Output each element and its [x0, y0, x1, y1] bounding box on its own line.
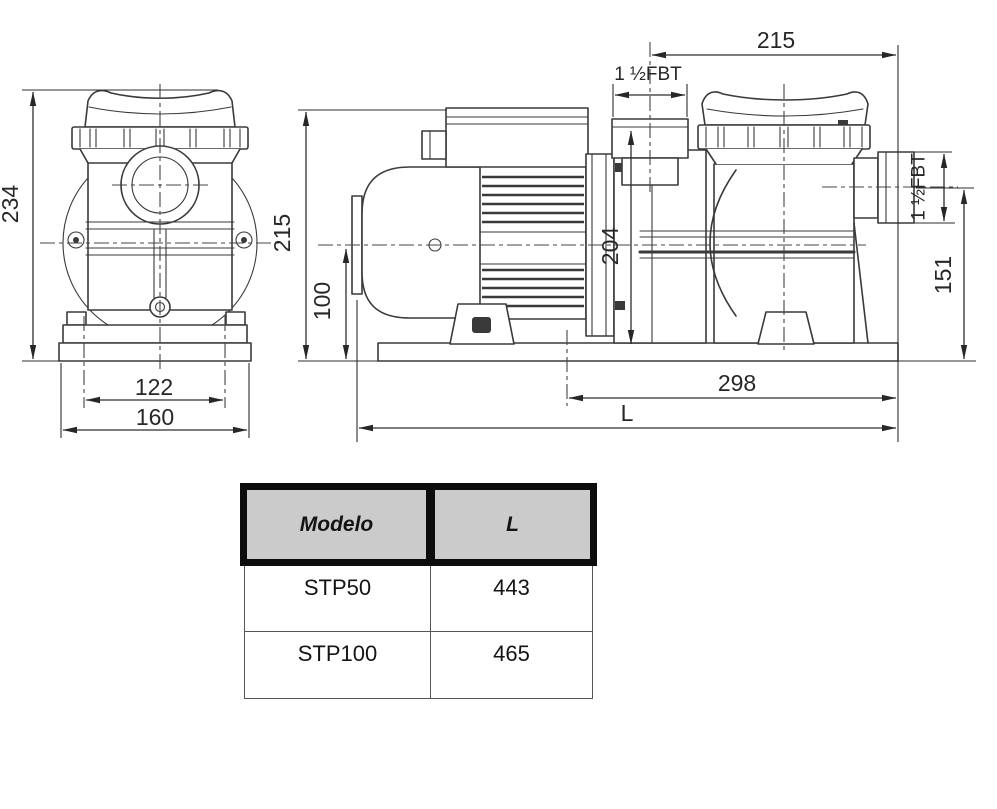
dim-front-base-width: 160: [136, 404, 174, 430]
cell-l-value: 443: [493, 575, 530, 600]
table-row: STP100 465: [245, 632, 592, 698]
table-header-modelo: Modelo: [247, 490, 426, 559]
dim-inlet-thread: 1 ½FBT: [614, 64, 682, 85]
dim-top-length: 215: [757, 27, 795, 53]
table-header-l: L: [435, 490, 590, 559]
dimension-annotations: 234 122 160 215 100 215: [0, 27, 976, 442]
dim-pump-body-length: 298: [718, 370, 756, 396]
table-body: STP50 443 STP100 465: [244, 566, 593, 699]
dim-inlet-height: 204: [597, 227, 623, 266]
side-view-drawing: [318, 42, 958, 362]
cell-modelo: STP100: [245, 632, 431, 698]
table-header-row: Modelo L: [240, 483, 597, 566]
dim-outlet-height: 151: [930, 256, 956, 294]
table-row: STP50 443: [245, 566, 592, 632]
dim-side-height: 215: [269, 214, 295, 252]
front-view-drawing: [40, 84, 282, 370]
dim-centerline-height: 100: [309, 282, 335, 320]
model-dimension-table: Modelo L STP50 443 STP100 465: [240, 483, 597, 699]
dim-front-feet-spacing: 122: [135, 374, 173, 400]
cell-modelo: STP50: [245, 566, 431, 631]
cell-l-value: 465: [493, 641, 530, 666]
dim-overall-length: L: [621, 400, 634, 426]
dim-outlet-thread: 1 ½FBT: [909, 153, 930, 221]
pump-technical-drawing: 234 122 160 215 100 215: [0, 27, 976, 442]
dim-front-height: 234: [0, 185, 23, 224]
